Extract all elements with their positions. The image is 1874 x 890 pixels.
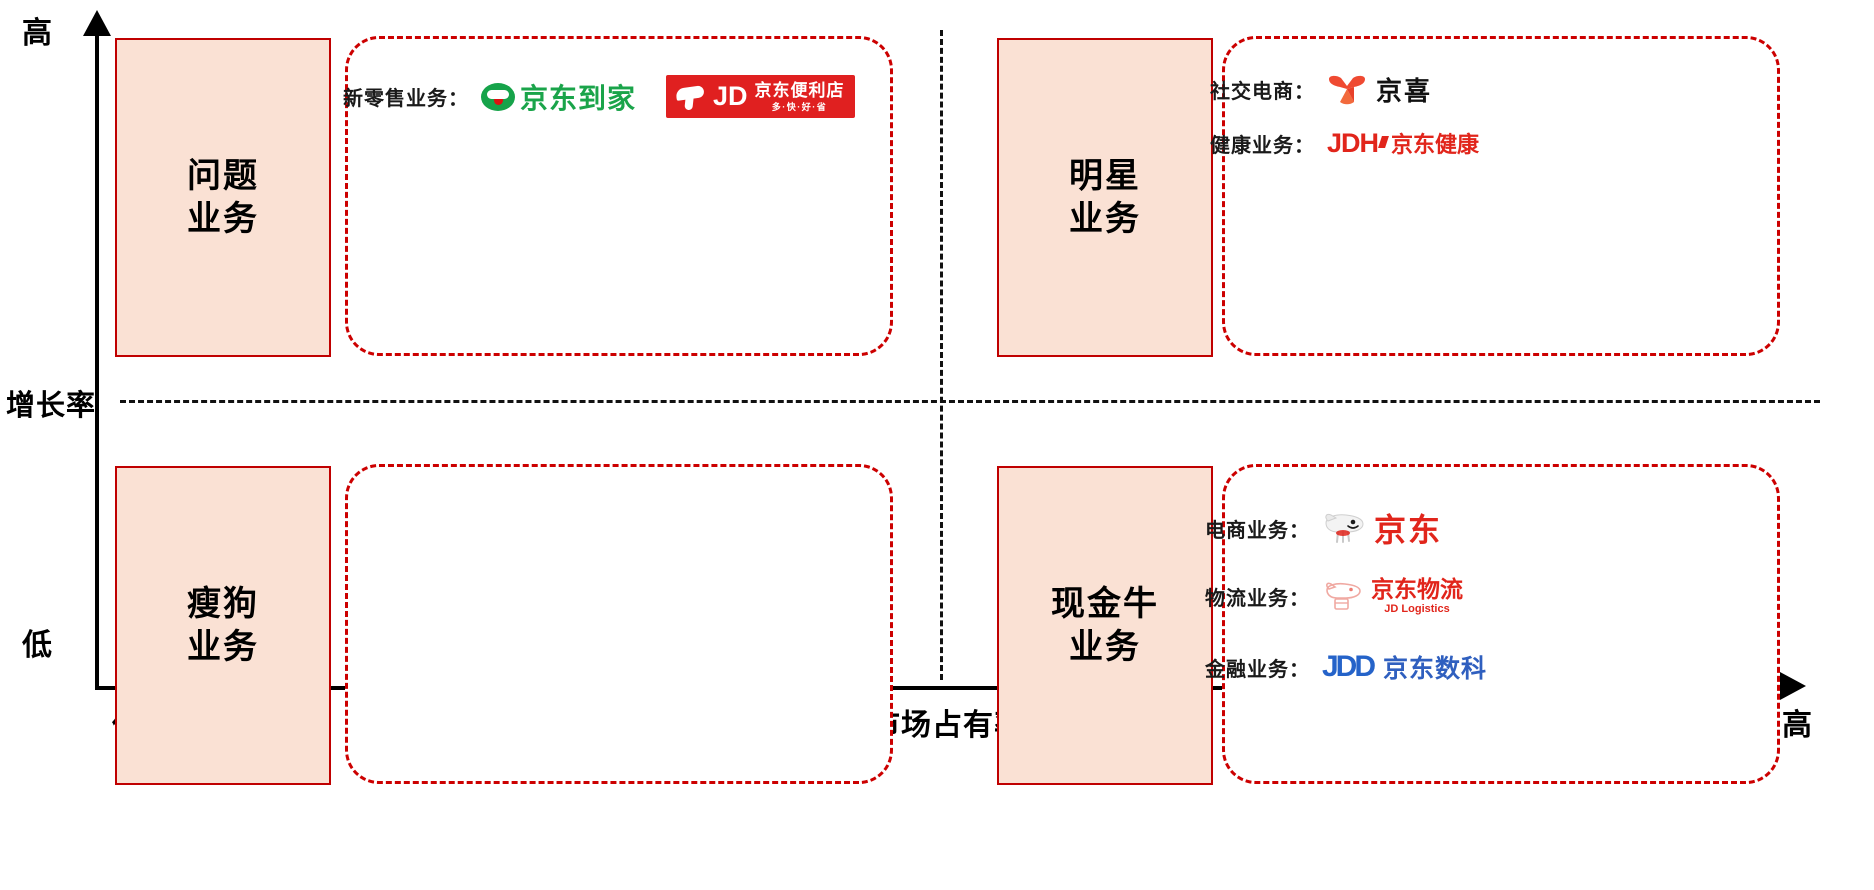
item-label-health: 健康业务： [1210, 134, 1315, 157]
quadrant-label-star-line1: 明星 [1069, 157, 1141, 195]
quadrant-label-cash-line2: 业务 [1069, 627, 1141, 666]
jdd-mark-icon: JDD [1322, 650, 1376, 683]
jd-convenience-wordmark: 京东便利店 [754, 80, 845, 100]
list-item-ecommerce: 电商业务： 京东 [1205, 505, 1442, 551]
quadrant-label-star-line2: 业务 [1069, 199, 1141, 238]
quadrant-label-cash-line1: 现金牛 [1051, 585, 1159, 623]
list-item-health: 健康业务： JDH 京东健康 [1210, 127, 1479, 159]
logo-jd-digits: JDD 京东数科 [1322, 649, 1487, 685]
logo-jd-logistics: 京东物流 JD Logistics [1322, 577, 1463, 616]
list-item-new-retail: 新零售业务： 京东到家 JD 京东便利店 多·快·好·省 [343, 75, 855, 118]
content-panel-stars: 社交电商： 京喜 健康业务： JDH 京东健康 [1210, 36, 1780, 356]
content-panel-dogs [345, 464, 893, 784]
jd-logistics-wordmark: 京东物流 [1371, 576, 1463, 602]
quadrant-label-dog-line1: 瘦狗 [187, 585, 259, 623]
logo-jd-health: JDH 京东健康 [1327, 127, 1479, 159]
item-label-social-commerce: 社交电商： [1210, 81, 1315, 103]
quadrant-box-stars: 明星 业务 [997, 38, 1213, 357]
logo-jd-main: 京东 [1322, 505, 1442, 551]
jd-logistics-dog-icon [1322, 580, 1364, 612]
item-label-ecommerce: 电商业务： [1205, 519, 1310, 542]
logo-jingxi: 京喜 [1327, 71, 1432, 108]
jd-daojia-wordmark: 京东到家 [520, 82, 637, 114]
item-label-logistics: 物流业务： [1205, 587, 1310, 610]
jd-digits-wordmark: 京东数科 [1383, 655, 1488, 683]
jingxi-bowtie-icon [1327, 75, 1367, 105]
x-axis-tick-high: 高 [1782, 709, 1813, 742]
quadrant-box-cash-cows: 现金牛 业务 [997, 466, 1213, 785]
quadrant-label-question-line1: 问题 [187, 157, 259, 195]
jd-health-wordmark: 京东健康 [1391, 132, 1480, 157]
jingxi-wordmark: 京喜 [1376, 76, 1433, 106]
content-panel-cash-cows: 电商业务： 京东 物流业务： [1205, 464, 1780, 784]
y-axis-tick-low: 低 [22, 629, 53, 662]
content-panel-question-marks: 新零售业务： 京东到家 JD 京东便利店 多·快·好·省 [343, 36, 893, 356]
list-item-finance: 金融业务： JDD 京东数科 [1205, 649, 1487, 685]
jd-health-jdh-mark: JDH [1327, 128, 1379, 158]
jd-wordmark: 京东 [1374, 512, 1443, 548]
jd-joy-dog-icon [1322, 511, 1366, 545]
jd-convenience-dog-icon [676, 84, 706, 110]
quadrant-box-dogs: 瘦狗 业务 [115, 466, 331, 785]
vertical-divider [940, 30, 943, 680]
jd-daojia-dog-icon [481, 82, 515, 111]
y-axis-tick-high: 高 [22, 17, 53, 50]
item-label-new-retail: 新零售业务： [343, 88, 469, 110]
x-axis-line [95, 686, 1785, 690]
y-axis-title: 增长率 [6, 390, 97, 422]
jd-logistics-english-wordmark: JD Logistics [1384, 603, 1450, 616]
y-axis-line [95, 28, 99, 688]
quadrant-box-question-marks: 问题 业务 [115, 38, 331, 357]
y-axis-arrow-icon [83, 10, 111, 36]
x-axis-arrow-icon [1780, 672, 1806, 700]
logo-jd-daojia: 京东到家 [481, 77, 636, 117]
quadrant-label-question-line2: 业务 [187, 199, 259, 238]
list-item-social-commerce: 社交电商： 京喜 [1210, 71, 1432, 108]
item-label-finance: 金融业务： [1205, 658, 1310, 681]
list-item-logistics: 物流业务： 京东物流 JD Logistics [1205, 577, 1463, 616]
logo-jd-convenience-store: JD 京东便利店 多·快·好·省 [666, 75, 855, 118]
jd-convenience-jd-mark: JD [713, 81, 748, 111]
jd-convenience-slogan: 多·快·好·省 [771, 101, 828, 112]
horizontal-divider [120, 400, 1820, 403]
quadrant-label-dog-line2: 业务 [187, 627, 259, 666]
jd-health-tick-icon [1378, 136, 1389, 148]
